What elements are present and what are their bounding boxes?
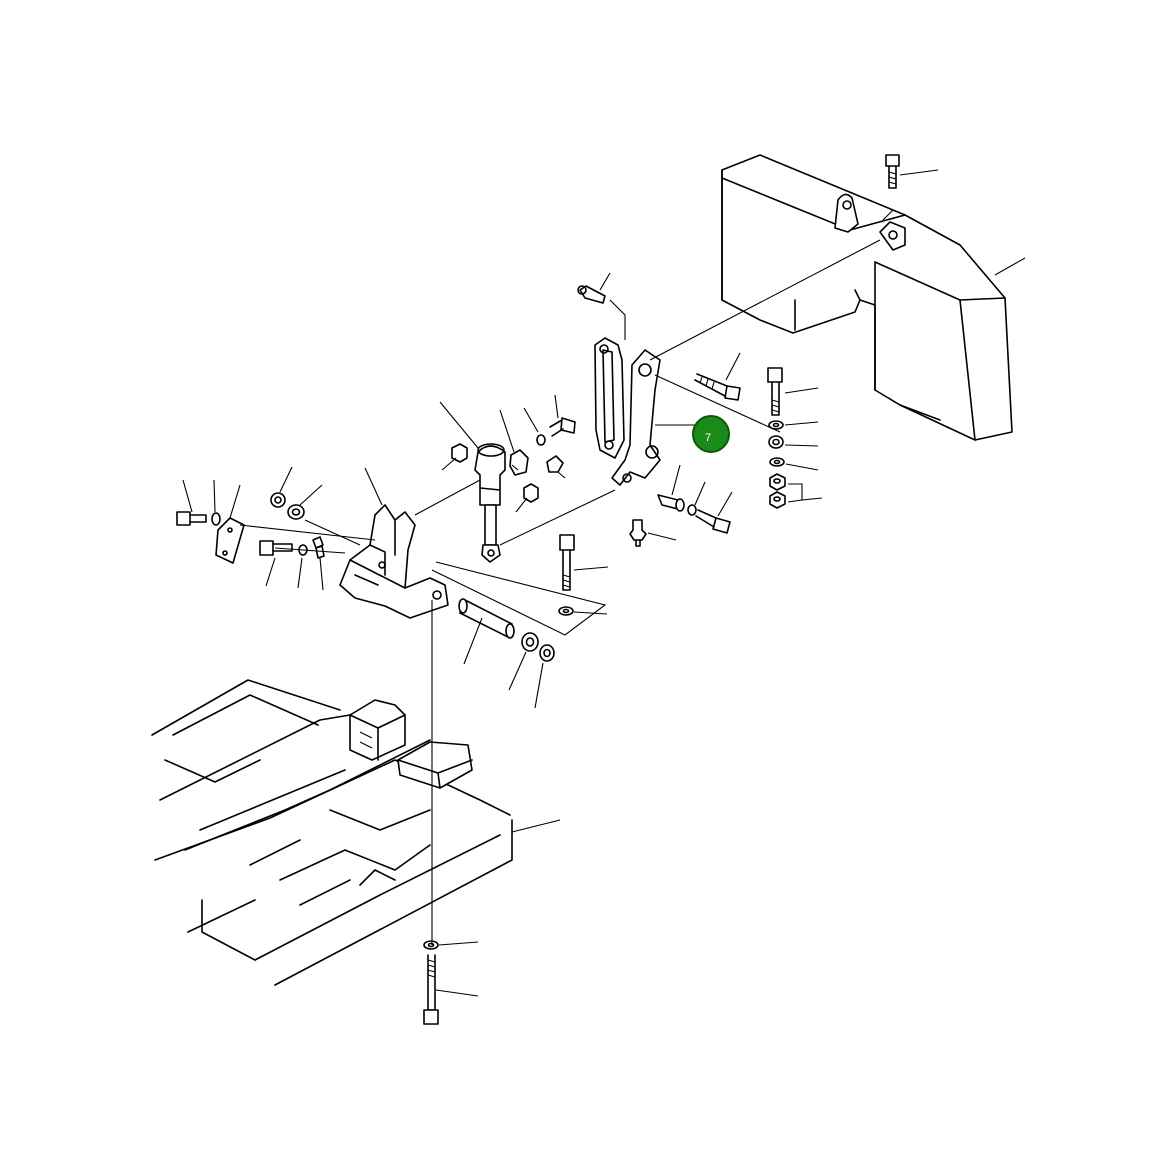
nut-right-2[interactable] <box>769 491 786 509</box>
link-arm-right[interactable] <box>611 349 661 486</box>
washer-right-1[interactable] <box>768 420 784 430</box>
frame-bolt-bottom[interactable] <box>423 954 439 1025</box>
bushing-left-2[interactable] <box>287 504 305 520</box>
nut-right-1[interactable] <box>769 473 786 491</box>
link-pin-bottom[interactable] <box>657 494 685 512</box>
leader-lines <box>182 169 1026 997</box>
frame[interactable] <box>151 679 513 986</box>
plate-left[interactable] <box>215 517 245 564</box>
bolt-cyl[interactable] <box>549 417 576 437</box>
long-pin[interactable] <box>458 598 515 639</box>
counterweight-bolt[interactable] <box>885 154 900 189</box>
cylinder-clamp[interactable] <box>509 449 529 476</box>
cylinder-nut-left[interactable] <box>451 443 468 463</box>
grease-fitting-cyl[interactable] <box>546 455 564 473</box>
washer-cyl[interactable] <box>536 434 546 446</box>
long-bolt-right[interactable] <box>767 367 783 416</box>
washer-middle[interactable] <box>558 606 574 616</box>
washer-right-2[interactable] <box>769 457 785 467</box>
bolt-diagonal-upper[interactable] <box>694 373 741 401</box>
counterweight[interactable] <box>721 154 1013 441</box>
link-pin-top[interactable] <box>577 285 606 304</box>
cylinder-nut-lower[interactable] <box>523 483 539 503</box>
callout-7-label: 7 <box>705 432 711 444</box>
washer-lower[interactable] <box>687 504 697 516</box>
long-bolt-middle[interactable] <box>559 534 575 591</box>
bushing-right[interactable] <box>768 435 784 449</box>
bushing-lower-1[interactable] <box>521 632 539 652</box>
bolt-left-lower[interactable] <box>259 540 293 556</box>
bushing-left-1[interactable] <box>270 492 286 508</box>
callout-7[interactable]: 7 <box>692 415 730 453</box>
frame-washer-bottom[interactable] <box>423 940 439 950</box>
link-arm-left[interactable] <box>594 337 625 459</box>
nut-lower[interactable] <box>539 644 555 662</box>
bolt-diagonal-lower[interactable] <box>695 509 731 534</box>
mounting-bracket[interactable] <box>339 504 449 619</box>
washer-left-upper[interactable] <box>211 512 221 526</box>
grease-fitting[interactable] <box>629 519 647 547</box>
clip-left-lower[interactable] <box>312 536 325 559</box>
assembly-lines <box>239 209 894 945</box>
bolt-left-upper[interactable] <box>176 511 207 526</box>
lift-cylinder[interactable] <box>474 443 506 563</box>
